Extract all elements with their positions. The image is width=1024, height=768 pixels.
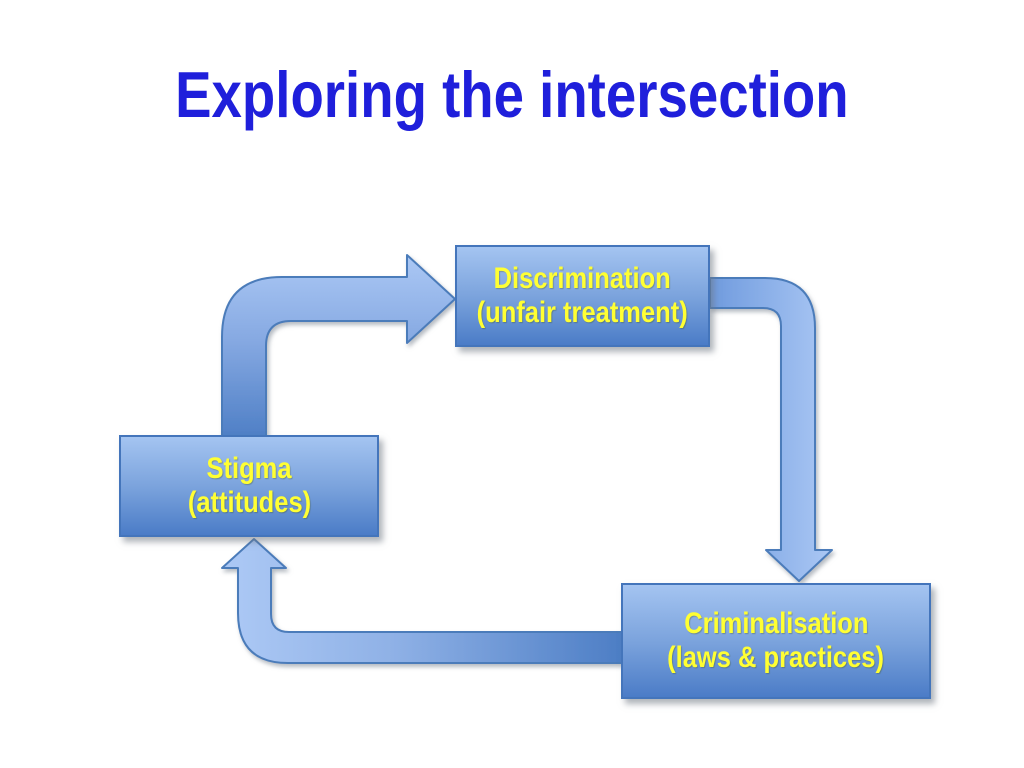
slide-title-text: Exploring the intersection [175,58,849,131]
node-sublabel: (laws & practices) [667,641,885,674]
arrow-stigma-to-discrimination [221,254,456,437]
node-label: Discrimination [493,262,672,295]
node-label-line: Criminalisation [623,607,929,641]
node-sublabel-line: (unfair treatment) [457,296,708,330]
node-label: Criminalisation [683,607,869,640]
arrow-criminalisation-to-stigma [221,538,623,664]
node-discrimination: Discrimination (unfair treatment) [455,245,710,347]
node-label-line: Discrimination [457,262,708,296]
arrow-discrimination-to-criminalisation [709,277,833,582]
node-sublabel-line: (attitudes) [121,486,377,520]
page-title: Exploring the intersection [0,62,1024,127]
node-sublabel: (unfair treatment) [476,296,689,329]
node-sublabel: (attitudes) [187,486,311,519]
node-criminalisation: Criminalisation (laws & practices) [621,583,931,699]
node-stigma: Stigma (attitudes) [119,435,379,537]
node-sublabel-line: (laws & practices) [623,641,929,675]
node-label: Stigma [206,452,292,485]
node-label-line: Stigma [121,452,377,486]
